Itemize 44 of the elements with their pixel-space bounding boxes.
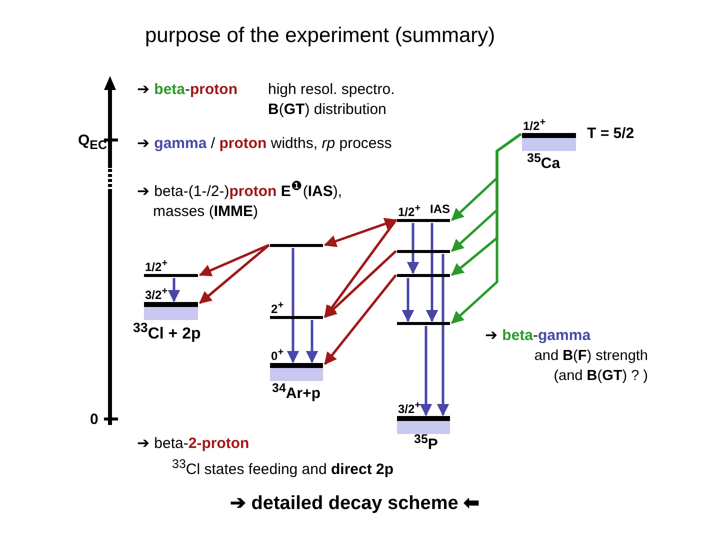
spin-label: 0$^{+}$ [271, 347, 284, 364]
axis-label: 0 [90, 410, 98, 430]
spin-label: 3/2$^{+}$ [145, 286, 168, 303]
axis-label: Q$_{EC}$ [78, 131, 108, 154]
note-text: ➔ beta-gamma [485, 326, 591, 346]
nucleus-label: $^{35}$Ca [527, 151, 560, 172]
spin-label: 1/2$^{+}$ [398, 203, 421, 220]
note-text: ➔ beta-2-proton [137, 434, 250, 454]
heading-text: ➔ detailed decay scheme ⬅ [230, 494, 480, 514]
energy-level-line [270, 244, 323, 247]
arrow [420, 326, 432, 416]
spin-label: 1/2$^{+}$ [145, 258, 168, 275]
arrow [168, 278, 180, 302]
arrow [402, 278, 414, 322]
note-text: and B(F) strength (and B(GT) ? ) [533, 347, 648, 386]
nucleus-label: $^{33}$Cl + 2p [133, 320, 201, 344]
arrow [451, 132, 522, 324]
energy-level-line [397, 274, 450, 277]
note-text: ➔ beta-proton [137, 80, 238, 100]
spin-label: 1/2$^{+}$ [523, 117, 546, 134]
arrow [324, 219, 398, 318]
arrow [199, 244, 270, 304]
arrow [198, 244, 270, 276]
spin-label: 2$^{+}$ [271, 300, 284, 317]
note-text: high resol. spectro. B(GT) distribution [268, 80, 396, 120]
arrow [426, 223, 438, 322]
arrow [286, 248, 300, 364]
energy-level-line [397, 250, 450, 253]
nucleus-label: $^{34}$Ar+p [272, 381, 320, 402]
level-label: T = 5/2 [587, 125, 634, 142]
note-text: ➔ beta-(1-/2-)proton E$^{❶}$(IAS), masses (IMME) [137, 178, 344, 222]
note-text: $^{33}$Cl states feeding and direct 2p [172, 456, 394, 480]
arrow [406, 223, 420, 274]
note-text: ➔ gamma / proton widths, rp process [137, 134, 392, 154]
title: purpose of the experiment (summary) [145, 24, 496, 48]
arrow [306, 320, 318, 364]
spin-label: 3/2$^{+}$ [398, 400, 421, 417]
arrow [324, 250, 397, 318]
spin-label: IAS [430, 203, 450, 217]
energy-level-line [397, 322, 450, 325]
arrow [324, 218, 398, 248]
nucleus-label: $^{35}$P [414, 432, 438, 454]
arrow [436, 254, 450, 416]
arrow [324, 274, 397, 365]
